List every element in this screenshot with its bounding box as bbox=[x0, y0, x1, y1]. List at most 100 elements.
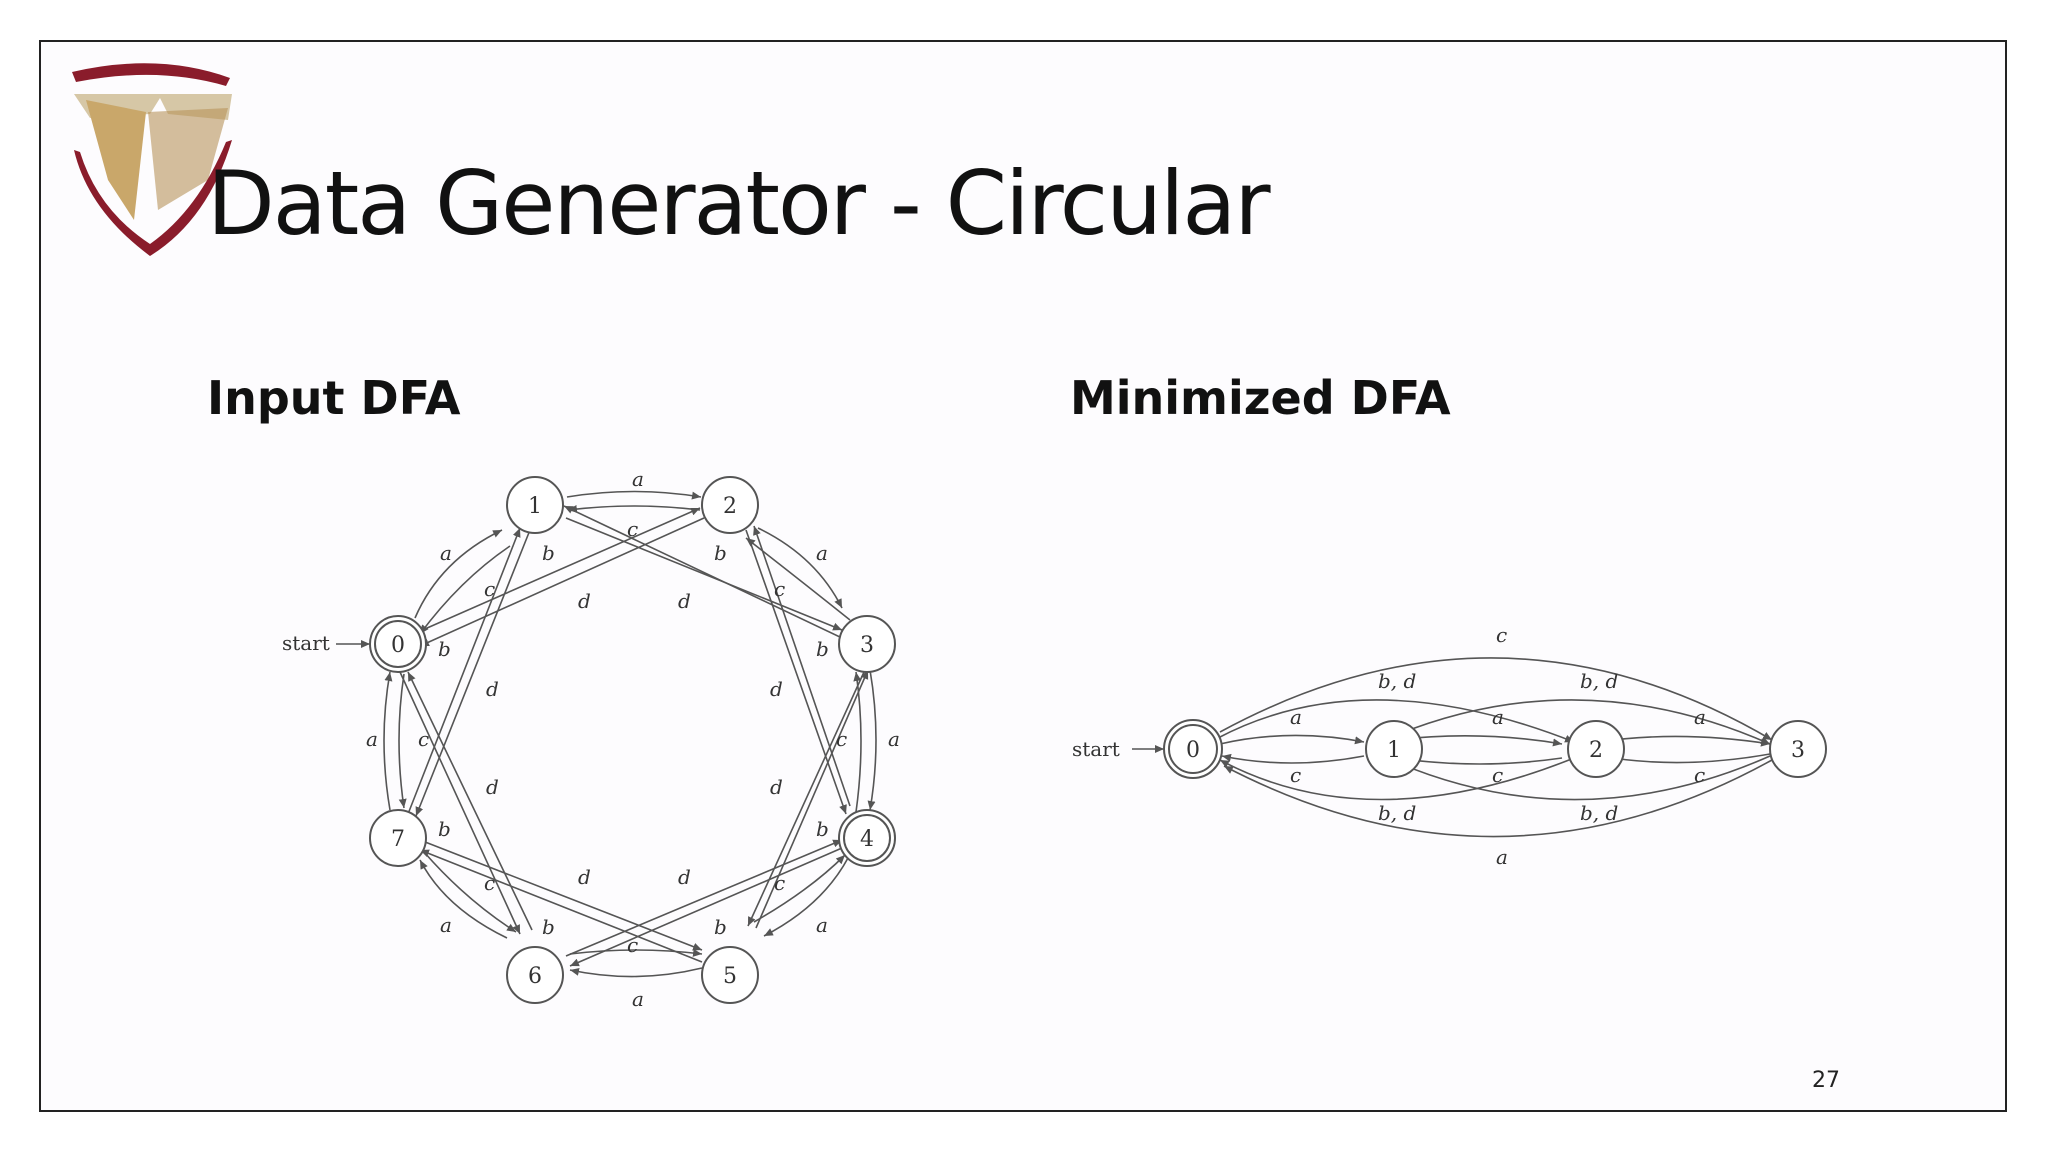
edge-4-2-b bbox=[753, 525, 851, 807]
edge-6-4-b bbox=[565, 839, 843, 957]
min-state-1: 1 bbox=[1365, 720, 1423, 778]
label-b: b bbox=[714, 541, 727, 565]
label-a: a bbox=[816, 541, 828, 565]
page-number: 27 bbox=[1812, 1068, 1840, 1093]
edge-6-7-a bbox=[419, 859, 508, 939]
min-edge-3-1-bd bbox=[1395, 755, 1771, 801]
edge-2-3-a bbox=[757, 527, 843, 609]
edge-5-4-b bbox=[753, 854, 846, 923]
label-d: d bbox=[678, 589, 691, 613]
min-edge-1-3-bd bbox=[1393, 699, 1771, 745]
edge-7-6-b bbox=[423, 851, 517, 933]
min-label-c: c bbox=[1496, 623, 1507, 647]
min-edge-3-0-a bbox=[1223, 759, 1773, 838]
min-label-c: c bbox=[1694, 763, 1705, 787]
edge-6-0-d bbox=[407, 671, 533, 931]
label-b: b bbox=[816, 817, 829, 841]
label-b: b bbox=[816, 637, 829, 661]
edge-4-6-d bbox=[569, 847, 843, 967]
label-d: d bbox=[486, 677, 499, 701]
slide-title: Data Generator - Circular bbox=[207, 152, 1271, 255]
svg-text:4: 4 bbox=[860, 827, 874, 852]
label-d: d bbox=[578, 589, 591, 613]
label-c: c bbox=[484, 871, 495, 895]
edge-5-3-b bbox=[755, 669, 869, 929]
edge-7-1-d bbox=[407, 527, 521, 815]
edge-0-6-b bbox=[399, 671, 521, 935]
state-3: 3 bbox=[838, 615, 896, 673]
edge-3-2-b bbox=[745, 537, 851, 621]
edge-7-5-b bbox=[419, 839, 703, 951]
edge-1-2-a bbox=[566, 490, 702, 500]
label-a: a bbox=[366, 727, 378, 751]
edge-5-7-d bbox=[419, 849, 703, 963]
min-label-c: c bbox=[1492, 763, 1503, 787]
svg-text:0: 0 bbox=[391, 633, 405, 658]
state-4: 4 bbox=[838, 809, 896, 867]
min-edge-0-1-a bbox=[1219, 734, 1365, 745]
edge-3-1-b bbox=[563, 505, 843, 639]
label-a: a bbox=[632, 987, 644, 1011]
edge-0-7-c bbox=[398, 673, 407, 809]
min-edge-2-0-bd bbox=[1219, 757, 1575, 801]
svg-text:1: 1 bbox=[1387, 738, 1401, 763]
label-d: d bbox=[486, 775, 499, 799]
min-label-c: c bbox=[1290, 763, 1301, 787]
edge-5-6-a bbox=[569, 967, 703, 978]
state-6: 6 bbox=[506, 946, 564, 1004]
label-a: a bbox=[440, 913, 452, 937]
label-c: c bbox=[627, 933, 638, 957]
label-b: b bbox=[542, 541, 555, 565]
svg-text:2: 2 bbox=[1589, 738, 1603, 763]
label-d: d bbox=[678, 865, 691, 889]
min-state-2: 2 bbox=[1567, 720, 1625, 778]
label-a: a bbox=[888, 727, 900, 751]
label-b: b bbox=[438, 817, 451, 841]
minimized-dfa-diagram: start c b, d b, d a a a c c c b, d b, d … bbox=[1072, 623, 1827, 869]
edge-4-5-a bbox=[763, 857, 849, 937]
state-0: 0 bbox=[369, 615, 427, 673]
input-dfa-diagram: start a c a b b a c c d d b b d d a c c … bbox=[282, 467, 900, 1011]
min-edge-0-2-bd bbox=[1217, 699, 1575, 743]
min-edge-3-2-c bbox=[1599, 753, 1771, 764]
label-b: b bbox=[714, 915, 727, 939]
svg-text:6: 6 bbox=[528, 964, 542, 989]
min-label-bd: b, d bbox=[1580, 669, 1618, 693]
svg-text:3: 3 bbox=[1791, 738, 1805, 763]
edge-1-0-b bbox=[419, 545, 511, 635]
edge-6-5-c bbox=[569, 948, 703, 957]
state-1: 1 bbox=[506, 476, 564, 534]
slide-frame bbox=[39, 40, 2007, 1112]
min-edge-0-3-c bbox=[1219, 657, 1773, 741]
edge-2-0-d bbox=[419, 517, 705, 647]
edge-3-4-a bbox=[867, 669, 877, 811]
state-7: 7 bbox=[369, 809, 427, 867]
edge-0-2-d bbox=[417, 507, 701, 633]
input-start-label: start bbox=[282, 631, 330, 655]
min-label-a: a bbox=[1496, 845, 1508, 869]
input-dfa-heading: Input DFA bbox=[207, 371, 461, 425]
min-edge-1-0-c bbox=[1221, 753, 1365, 764]
svg-text:0: 0 bbox=[1186, 738, 1200, 763]
min-start-label: start bbox=[1072, 737, 1120, 761]
edge-0-1-a bbox=[414, 529, 503, 619]
min-label-a: a bbox=[1290, 705, 1302, 729]
label-c: c bbox=[774, 577, 785, 601]
svg-text:5: 5 bbox=[723, 964, 737, 989]
edge-2-4-d bbox=[745, 529, 847, 815]
min-label-bd: b, d bbox=[1378, 669, 1416, 693]
state-2: 2 bbox=[701, 476, 759, 534]
min-label-a: a bbox=[1492, 705, 1504, 729]
label-c: c bbox=[484, 577, 495, 601]
svg-text:2: 2 bbox=[723, 494, 737, 519]
min-state-0: 0 bbox=[1163, 719, 1223, 779]
label-c: c bbox=[418, 727, 429, 751]
label-d: d bbox=[770, 775, 783, 799]
minimized-dfa-heading: Minimized DFA bbox=[1070, 371, 1451, 425]
label-b: b bbox=[542, 915, 555, 939]
label-c: c bbox=[627, 517, 638, 541]
svg-text:7: 7 bbox=[391, 827, 405, 852]
label-d: d bbox=[578, 865, 591, 889]
min-label-bd: b, d bbox=[1580, 801, 1618, 825]
edge-3-5-d bbox=[747, 671, 865, 927]
